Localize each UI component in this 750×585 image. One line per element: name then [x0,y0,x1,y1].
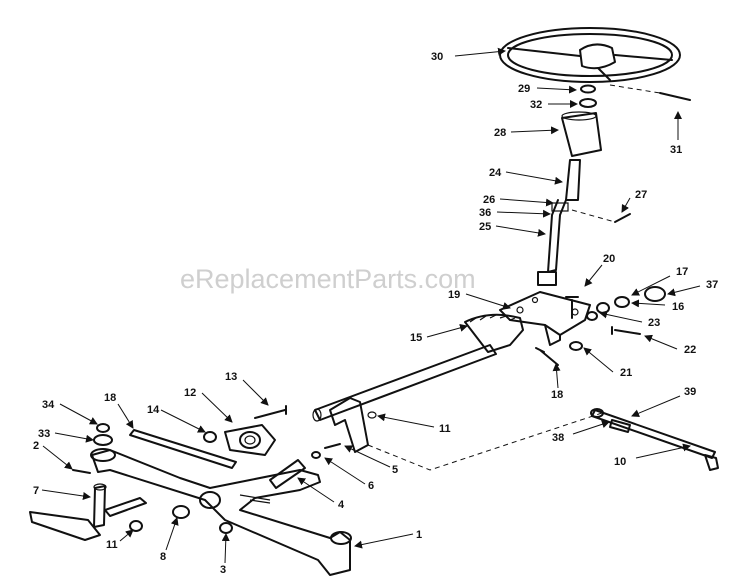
spring-pin [614,213,631,223]
callout-19: 19 [448,289,460,301]
callout-27: 27 [635,189,647,201]
washer [311,451,321,459]
nut [203,431,217,443]
bushing [93,434,113,446]
callout-11: 11 [439,423,451,435]
tie-rod [590,408,719,471]
nut [219,522,233,534]
callout-10: 10 [614,456,626,468]
callout-1: 1 [416,529,422,541]
spindle [29,483,147,541]
nut [644,286,666,302]
callout-13: 13 [225,371,237,383]
washer [172,505,190,519]
sector-gear [464,313,524,353]
callout-29: 29 [518,83,530,95]
steering-adapter [561,112,602,157]
roll-pin [659,92,691,101]
callout-26: 26 [483,194,495,206]
bolt [72,469,91,474]
pivot-bolt [269,459,306,489]
callout-labels: 30 29 32 28 31 24 27 26 36 25 20 17 37 1… [33,51,718,576]
bolt [565,296,579,319]
callout-17: 17 [676,266,688,278]
washer [614,296,630,308]
washer [96,423,110,433]
callout-38: 38 [552,432,564,444]
pitman-arm [329,397,369,453]
callout-6: 6 [368,480,374,492]
callout-37: 37 [706,279,718,291]
washer [579,98,597,108]
washer [129,520,143,532]
callout-39: 39 [684,386,696,398]
callout-30: 30 [431,51,443,63]
lock-washer [586,311,598,321]
steering-shaft [537,159,581,286]
watermark: eReplacementParts.com [180,264,476,294]
steering-wheel [499,27,681,83]
callout-18: 18 [551,389,563,401]
callout-21: 21 [620,367,632,379]
callout-36: 36 [479,207,491,219]
washer [569,341,583,351]
leader-lines [41,47,701,564]
steering-drag-shaft [312,344,497,422]
callout-5: 5 [392,464,398,476]
bushing-block [224,424,276,456]
callout-16: 16 [672,301,684,313]
drag-link [129,429,237,469]
bolt [324,443,341,449]
washer [596,302,610,314]
callout-4: 4 [338,499,345,511]
bolt [535,347,559,366]
callout-2: 2 [33,440,39,452]
callout-14: 14 [147,404,160,416]
callout-33: 33 [38,428,50,440]
callout-15: 15 [410,332,422,344]
callout-28: 28 [494,127,506,139]
bolt [611,326,641,335]
callout-23: 23 [648,317,660,329]
callout-32: 32 [530,99,542,111]
front-axle [90,448,352,576]
callout-34: 34 [42,399,55,411]
bolt [254,405,287,419]
callout-11: 11 [106,539,118,551]
callout-7: 7 [33,485,39,497]
callout-25: 25 [479,221,491,233]
callout-12: 12 [184,387,196,399]
callout-20: 20 [603,253,615,265]
callout-8: 8 [160,551,166,563]
callout-18: 18 [104,392,116,404]
nut [580,84,596,94]
callout-22: 22 [684,344,696,356]
callout-3: 3 [220,564,226,576]
callout-24: 24 [489,167,502,179]
callout-31: 31 [670,144,682,156]
